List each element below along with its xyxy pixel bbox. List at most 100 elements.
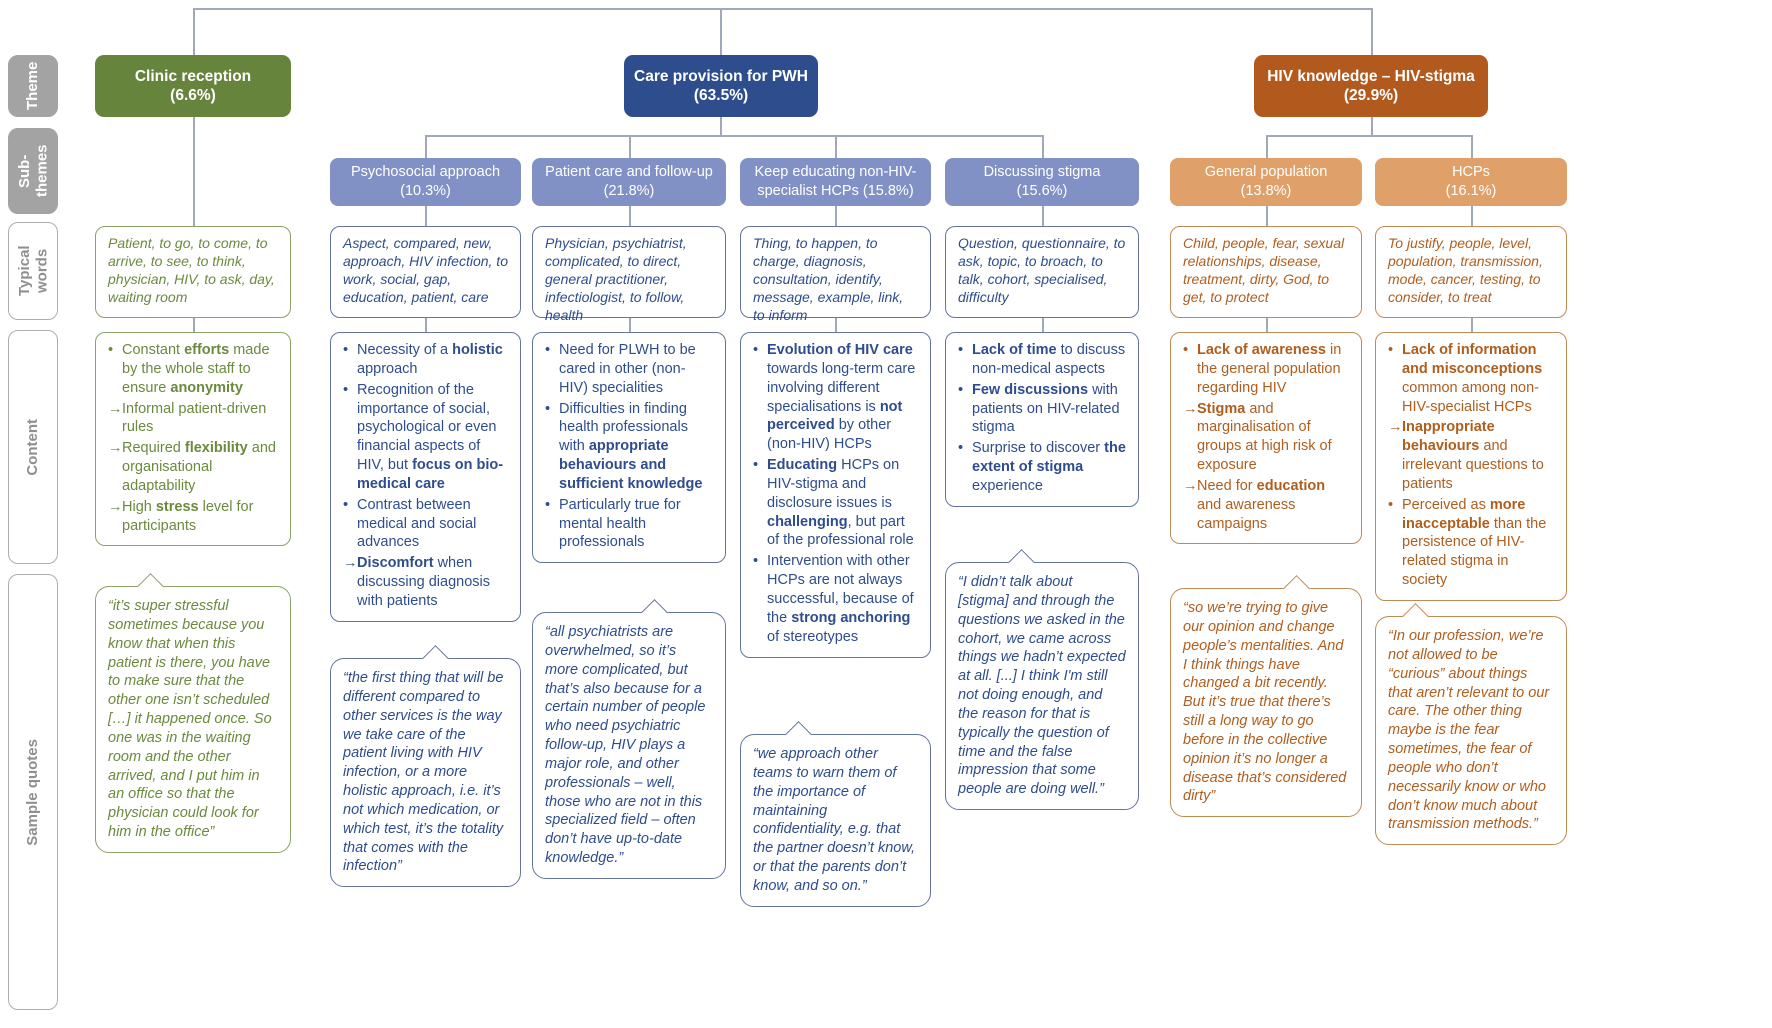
content-bullet-item: • Contrast between medical and social adv… [343,496,508,553]
connector-line [835,135,837,159]
quote-discussing-stigma: “I didn’t talk about [stigma] and throug… [945,562,1139,811]
subtheme-title: Discussing stigma [983,164,1101,181]
typical-words-clinic-reception: Patient, to go, to come, to arrive, to s… [95,226,291,318]
connector-line [835,312,837,333]
subtheme-title: Keep educating non-HIV-specialist HCPs (… [754,164,917,199]
subtheme-pct: (15.6%) [1016,183,1068,199]
typical-words-patient-care-follow-up: Physician, psychiatrist, complicated, to… [532,226,726,323]
content-bullet-item: • Lack of awareness in the general popula… [1183,341,1349,398]
connector-line [629,202,631,227]
bullet-marker: • [1183,342,1189,358]
content-item-text: Stigma and marginalisation of groups at … [1197,400,1332,474]
content-item-text: Lack of awareness in the general populat… [1197,342,1342,396]
bullet-marker: • [108,342,114,358]
connector-line [629,312,631,333]
content-item-text: Lack of time to discuss non-medical aspe… [972,342,1126,377]
bullet-marker: • [545,400,551,417]
connector-line [1471,135,1473,159]
content-bullet-item: •Intervention with other HCPs are not al… [753,552,918,646]
subtheme-pct: (13.8%) [1240,183,1292,199]
theme-pct: (29.9%) [1343,87,1399,104]
content-item-text: Contrast between medical and social adva… [357,496,477,551]
content-arrow-item: →Need for education and awareness campai… [1183,477,1349,534]
bullet-marker: • [958,342,964,358]
row-label-sample-quotes-text: Sample quotes [24,738,42,846]
content-item-text: Intervention with other HCPs are not alw… [767,553,914,645]
content-item-text: Difficulties in finding health professio… [559,400,703,492]
subtheme-title: HCPs [1452,164,1490,181]
bullet-marker: • [343,496,349,513]
content-clinic-reception: •Constant efforts made by the whole staf… [95,332,291,547]
row-label-theme-text: Theme [24,61,42,110]
bullet-marker: • [753,342,759,358]
content-general-population: • Lack of awareness in the general popula… [1170,332,1362,545]
bullet-marker: • [343,381,349,398]
content-bullet-item: •Evolution of HIV care towards long-term… [753,341,918,454]
content-bullet-item: •Necessity of a holistic approach [343,341,508,379]
theme-pct: (63.5%) [693,87,749,104]
arrow-marker: → [108,498,123,515]
connector-line [425,312,427,333]
theme-clinic-reception: Clinic reception (6.6%) [95,55,291,117]
connector-line [193,8,1372,10]
content-item-text: Lack of information and misconceptions c… [1402,342,1543,415]
theme-title: Care provision for PWH [634,67,808,85]
theme-title: HIV knowledge – HIV-stigma [1267,67,1475,85]
arrow-marker: → [1388,419,1403,436]
connector-line [1471,312,1473,333]
content-bullet-item: • Lack of time to discuss non-medical asp… [958,341,1126,379]
connector-line [425,202,427,227]
content-hcps: • Lack of information and misconceptions … [1375,332,1567,601]
content-arrow-item: →Inappropriate behaviours and irrelevant… [1388,418,1554,493]
content-bullet-item: • Difficulties in finding health professi… [545,400,713,494]
content-item-text: Discomfort when discussing diagnosis wit… [357,555,490,609]
connector-line [425,135,427,159]
row-label-content: Content [8,330,58,564]
theme-pct: (6.6%) [170,87,216,104]
content-arrow-item: →Informal patient-driven rules [108,400,278,438]
connector-line [629,135,631,159]
quote-psychosocial-approach: “the first thing that will be different … [330,658,521,888]
content-item-text: Required flexibility and organisational … [122,440,276,494]
connector-line [193,117,195,227]
connector-line [1371,8,1373,55]
content-arrow-item: →High stress level for participants [108,498,278,536]
row-label-typical-words: Typical words [8,222,58,320]
content-bullet-item: •Particularly true for mental health pro… [545,496,713,553]
connector-line [193,8,195,55]
content-item-text: Educating HCPs on HIV-stigma and disclos… [767,457,914,549]
content-bullet-item: •Surprise to discover the extent of stig… [958,439,1126,496]
row-label-sample-quotes: Sample quotes [8,574,58,1010]
bullet-marker: • [958,440,964,457]
row-label-content-text: Content [24,418,42,476]
content-patient-care-follow-up: •Need for PLWH to be cared in other (non… [532,332,726,564]
quote-clinic-reception: “it’s super stressful sometimes because … [95,586,291,853]
typical-words-psychosocial-approach: Aspect, compared, new, approach, HIV inf… [330,226,521,318]
row-label-subthemes-text: Sub-themes [15,144,50,198]
row-label-typical-words-text: Typical words [15,245,50,297]
connector-line [1471,202,1473,227]
content-bullet-item: •Educating HCPs on HIV-stigma and disclo… [753,456,918,550]
typical-words-discussing-stigma: Question, questionnaire, to ask, topic, … [945,226,1139,318]
typical-words-hcps: To justify, people, level, population, t… [1375,226,1567,318]
content-item-text: Few discussions with patients on HIV-rel… [972,381,1120,436]
content-arrow-item: →Required flexibility and organisational… [108,439,278,496]
content-bullet-item: •Need for PLWH to be cared in other (non… [545,341,713,398]
arrow-marker: → [1183,477,1198,494]
bullet-marker: • [1388,496,1394,513]
content-arrow-item: →Discomfort when discussing diagnosis wi… [343,554,508,611]
content-item-text: Need for education and awareness campaig… [1197,477,1326,532]
subtheme-hcps: HCPs (16.1%) [1375,158,1567,206]
quote-patient-care-follow-up: “all psychiatrists are overwhelmed, so i… [532,612,726,879]
content-item-text: High stress level for participants [122,498,254,534]
connector-line [1266,135,1472,137]
subtheme-discussing-stigma: Discussing stigma (15.6%) [945,158,1139,206]
quote-keep-educating-hcps: “we approach other teams to warn them of… [740,734,931,907]
subtheme-patient-care-follow-up: Patient care and follow-up (21.8%) [532,158,726,206]
theme-care-provision-pwh: Care provision for PWH (63.5%) [624,55,818,117]
content-bullet-item: •Few discussions with patients on HIV-re… [958,381,1126,438]
subtheme-general-population: General population (13.8%) [1170,158,1362,206]
theme-hiv-knowledge-stigma: HIV knowledge – HIV-stigma (29.9%) [1254,55,1488,117]
connector-line [193,312,195,333]
